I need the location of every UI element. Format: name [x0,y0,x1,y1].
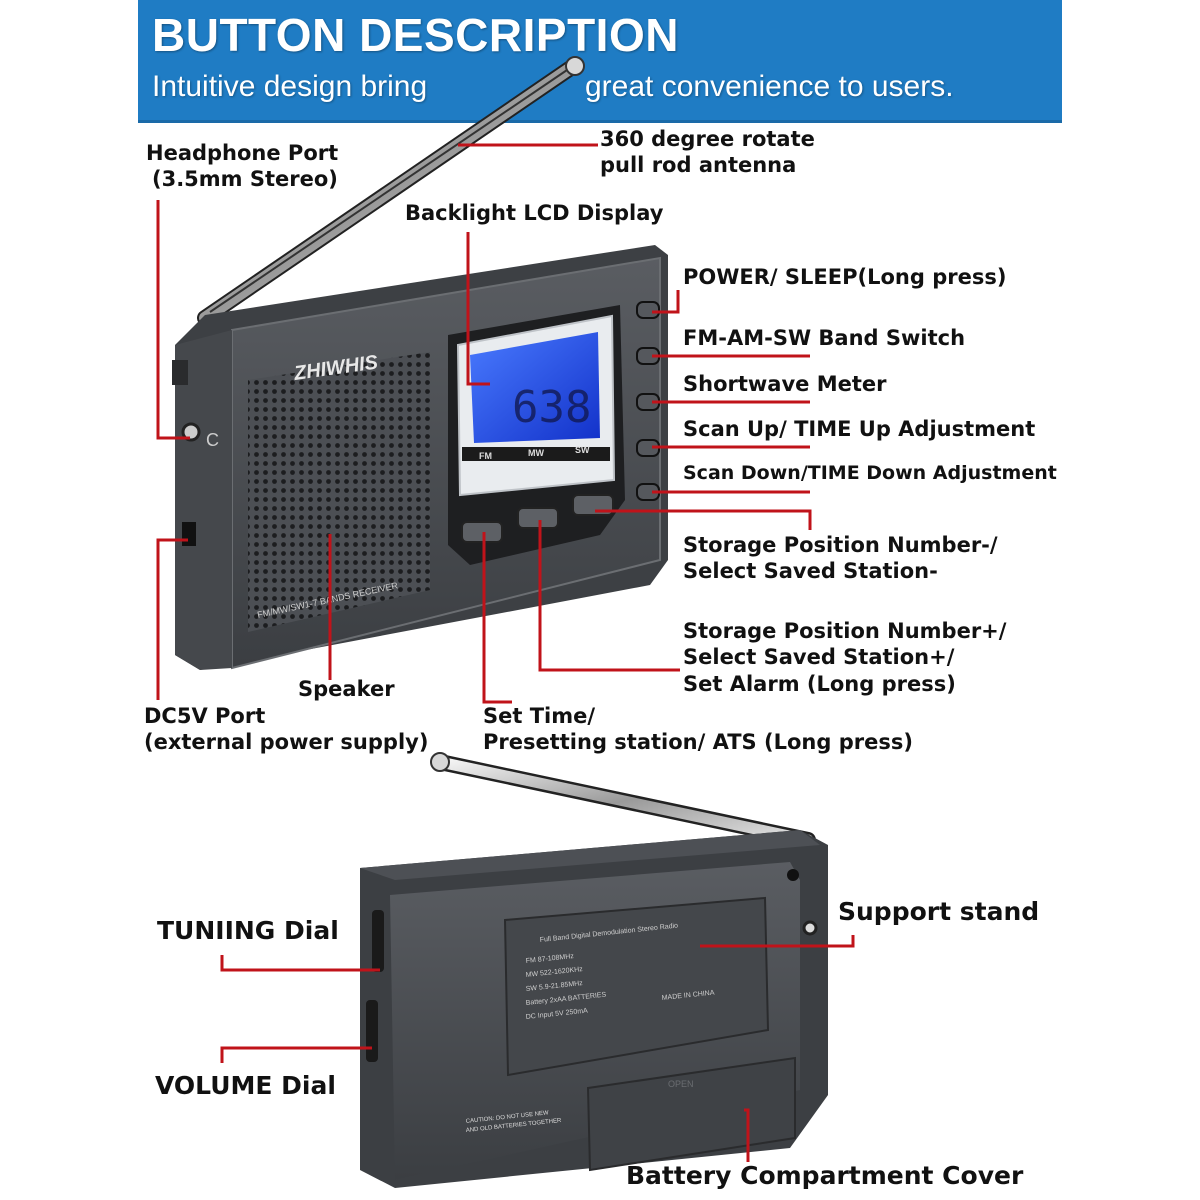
m-plus-button [517,507,559,529]
subtitle-right: great convenience to users. [585,70,954,103]
page-title: BUTTON DESCRIPTION [152,9,679,61]
antenna-bottom [430,752,816,848]
dc-port [182,522,196,546]
band-label-mw: MW [528,448,544,458]
front-radio: ZHIWHIS FM/MW/SW1-7 BANDS RECEIVER 638 F… [172,245,668,670]
storage-plus-label: Storage Position Number+/ Select Saved S… [683,619,1007,696]
band-switch-label: FM-AM-SW Band Switch [683,326,966,350]
band-label-fm: FM [479,451,492,461]
tuning-dial [372,910,384,972]
volume-dial-label: VOLUME Dial [155,1071,336,1100]
speaker-label: Speaker [298,677,395,701]
volume-dial [366,1000,378,1062]
antenna-label: 360 degree rotate pull rod antenna [600,127,815,178]
headphone-jack [181,422,201,442]
callout-lines [156,143,855,1162]
lcd-label: Backlight LCD Display [405,201,664,225]
lcd-reading: 638 [512,382,591,433]
power-button [636,301,660,319]
storage-minus-label: Storage Position Number-/ Select Saved S… [683,533,998,584]
back-label-plate [503,896,770,1077]
power-label: POWER/ SLEEP(Long press) [683,265,1007,289]
subtitle-left: Intuitive design bring [152,70,428,103]
band-label-sw: SW [575,445,590,455]
set-time-label: Set Time/ Presetting station/ ATS (Long … [483,704,913,755]
battery-cover-label: Battery Compartment Cover [626,1161,1024,1190]
meter-label: Shortwave Meter [683,372,887,396]
svg-text:C: C [206,430,219,450]
support-stand-label: Support stand [838,897,1040,926]
svg-text:OPEN: OPEN [668,1079,694,1089]
scan-down-label: Scan Down/TIME Down Adjustment [683,462,1057,484]
headphone-port-label: Headphone Port (3.5mm Stereo) [146,141,339,192]
support-stand [802,920,818,936]
header-banner [138,0,1062,123]
memo-button [461,521,503,543]
battery-cover [586,1056,796,1172]
antenna-top [197,56,585,326]
dc-port-label: DC5V Port (external power supply) [144,704,429,755]
lcd-screen [470,332,600,443]
back-radio: Full Band Digital Demodulation Stereo Ra… [360,830,828,1188]
tuning-dial-label: TUNIING Dial [157,916,339,945]
scan-up-label: Scan Up/ TIME Up Adjustment [683,417,1036,441]
